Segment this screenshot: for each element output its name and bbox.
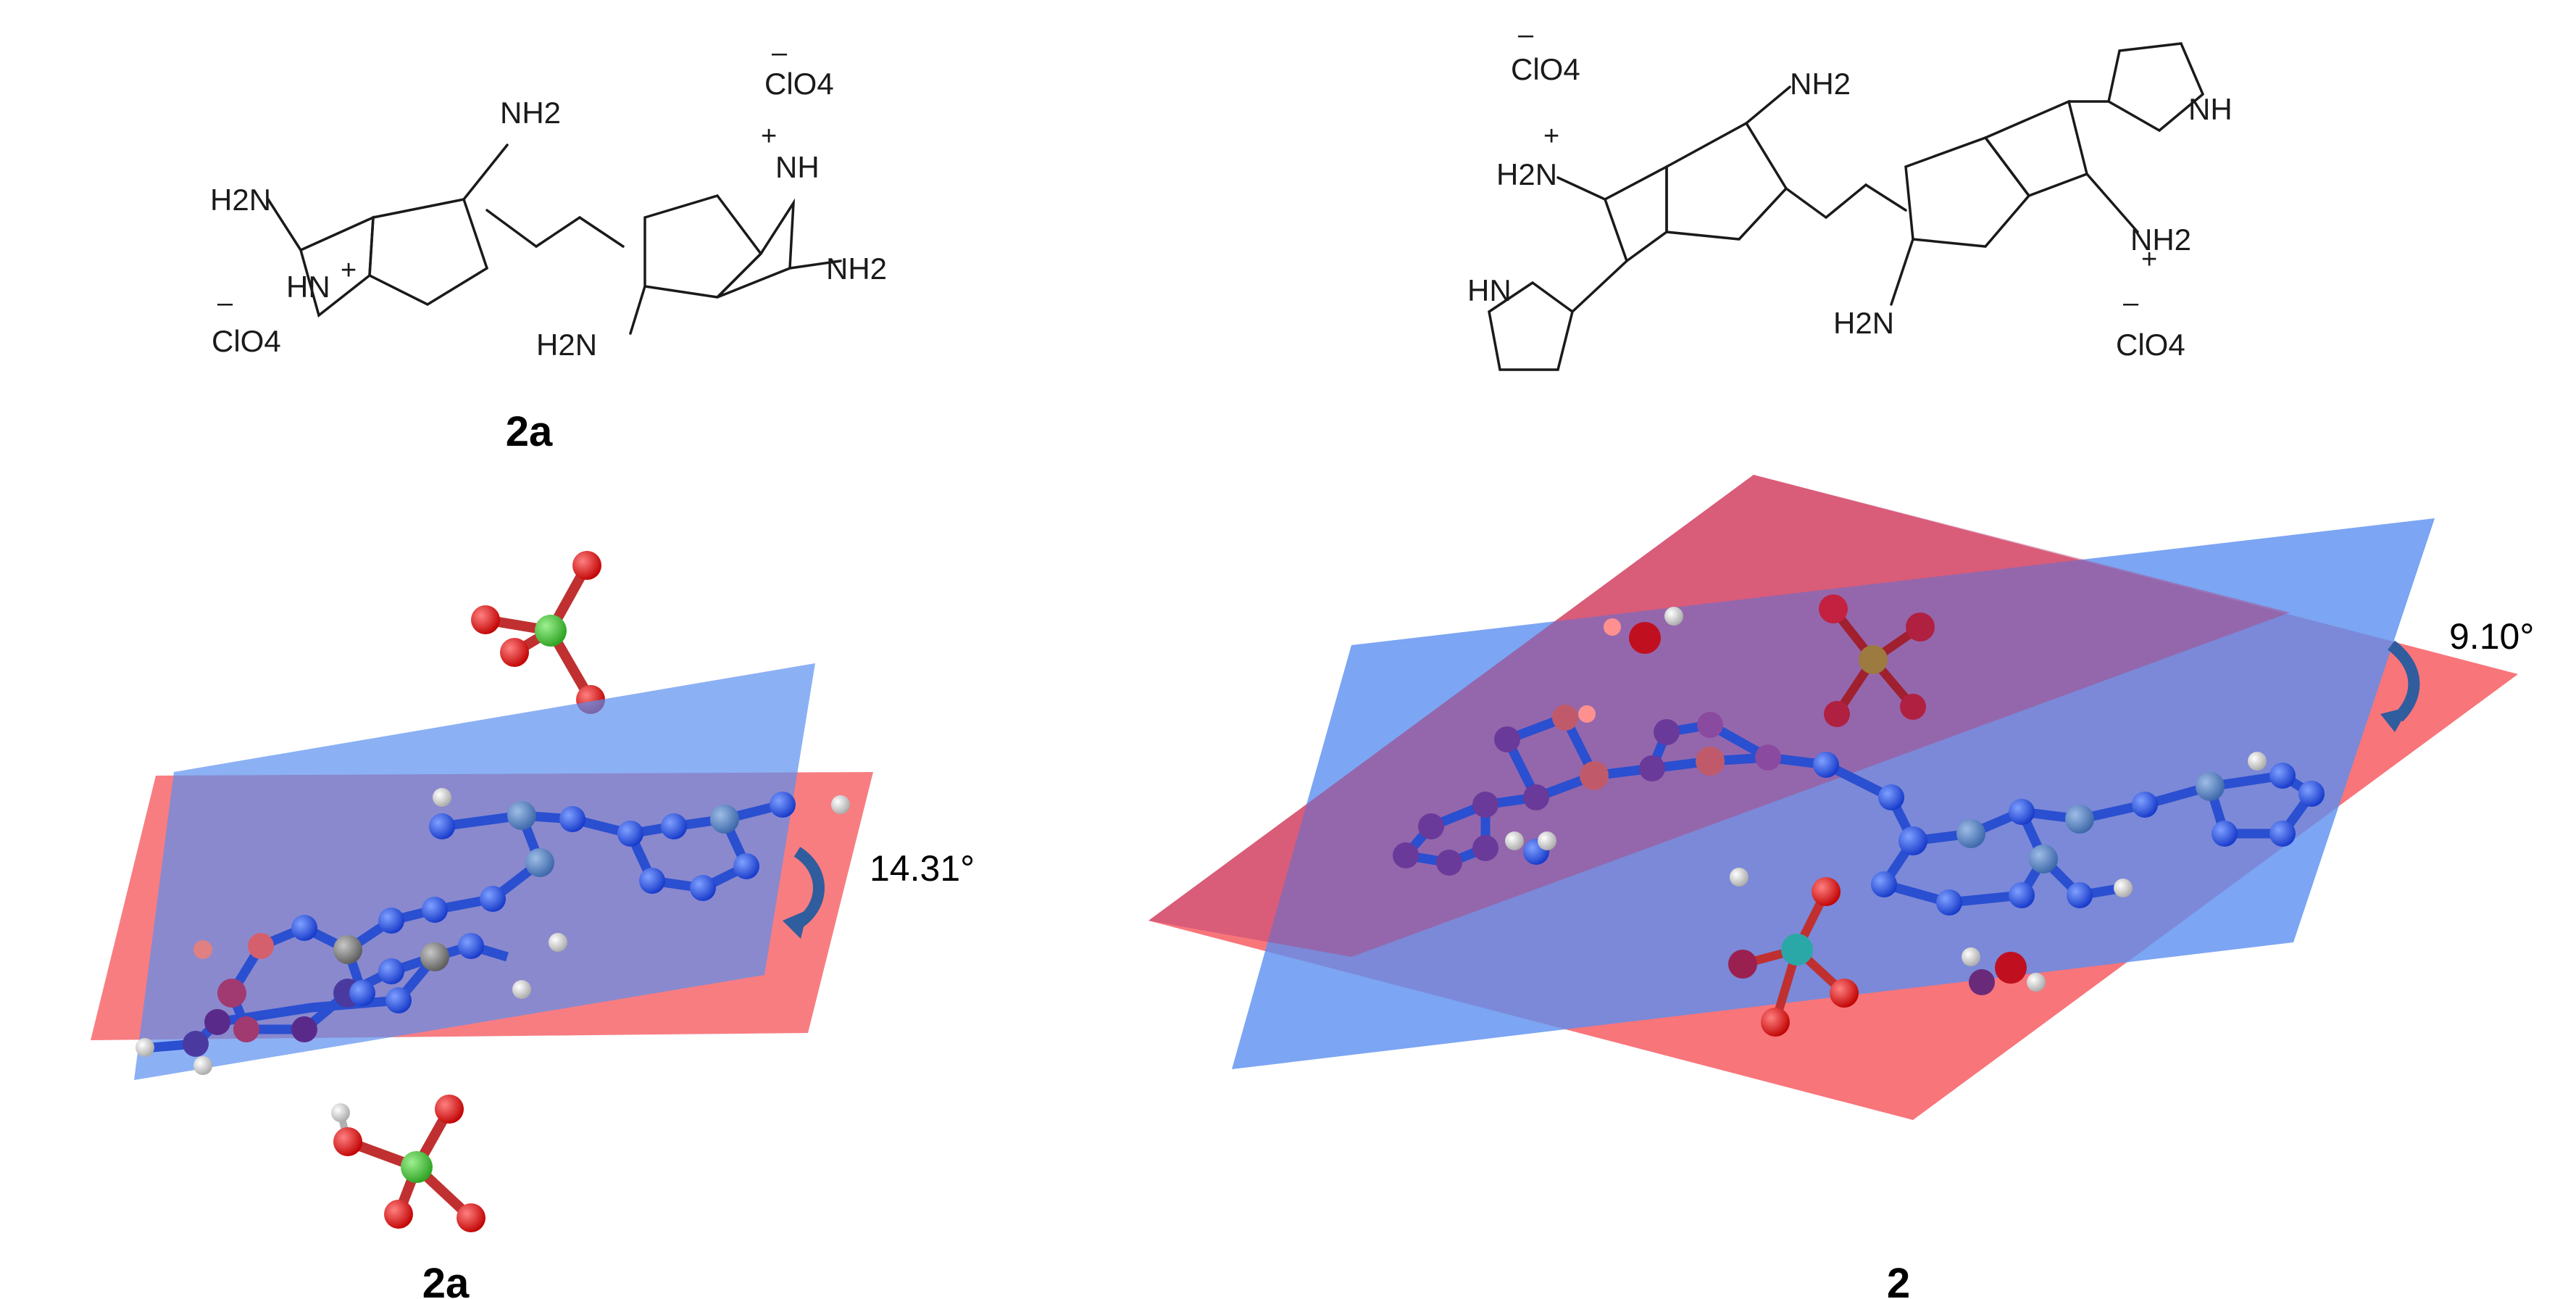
structure-label-2a: 2a bbox=[506, 408, 553, 455]
molecule-2a bbox=[136, 788, 850, 1075]
structure-2a: NH2 H2N H2N NH2 HN + NH + ClO4 – ClO4 – bbox=[210, 38, 887, 362]
svg-text:–: – bbox=[217, 288, 233, 318]
plane-blue-2a bbox=[134, 663, 815, 1080]
svg-text:–: – bbox=[1518, 20, 1534, 50]
water-top bbox=[1604, 607, 1683, 654]
svg-text:–: – bbox=[772, 38, 788, 68]
svg-text:+: + bbox=[341, 255, 357, 286]
perchlorate-bottom bbox=[331, 1095, 485, 1232]
dihedral-angle-2: 9.10° bbox=[2449, 616, 2534, 657]
nh2-right-label: NH2 bbox=[826, 252, 887, 286]
plane-blue-2 bbox=[1232, 518, 2435, 1069]
model-label-2a: 2a bbox=[422, 1260, 470, 1299]
nh2-top-label-2: NH2 bbox=[1790, 67, 1851, 101]
nh-plus-label: NH bbox=[775, 150, 820, 184]
hn-tetrazole-label: HN bbox=[1467, 273, 1512, 307]
structure-2: NH2 H2N + NH2 + H2N HN NH ClO4 – ClO4 – bbox=[1467, 20, 2233, 371]
perchlorate-top-2 bbox=[1819, 594, 1935, 727]
svg-text:–: – bbox=[2123, 288, 2139, 318]
h2n-bottom-label-2: H2N bbox=[1833, 306, 1894, 340]
clo4-bottom-label: ClO4 bbox=[212, 324, 281, 358]
nh-tetrazole-label: NH bbox=[2188, 92, 2233, 126]
model-label-2: 2 bbox=[1887, 1260, 1910, 1299]
clo4-top-label-2: ClO4 bbox=[1511, 52, 1580, 86]
svg-text:+: + bbox=[1543, 121, 1559, 152]
model-2 bbox=[1149, 475, 2518, 1120]
water-bottom bbox=[1962, 947, 2046, 995]
nh2-top-label: NH2 bbox=[500, 96, 561, 130]
model-2a bbox=[91, 551, 873, 1232]
clo4-top-label: ClO4 bbox=[764, 67, 834, 101]
clo4-bottom-label-2: ClO4 bbox=[2116, 328, 2185, 362]
h2n-left-label: H2N bbox=[210, 183, 271, 217]
perchlorate-bottom-2 bbox=[1728, 877, 1859, 1037]
svg-text:+: + bbox=[2141, 244, 2157, 275]
h2n-bottom-label: H2N bbox=[536, 328, 597, 362]
perchlorate-top bbox=[471, 551, 605, 714]
hn-plus-label: HN bbox=[286, 270, 330, 304]
nh2-plus-right-label: NH2 bbox=[2130, 223, 2191, 257]
dihedral-angle-2a: 14.31° bbox=[870, 848, 975, 889]
molecule-2 bbox=[1393, 697, 2325, 916]
h2n-plus-left-label: H2N bbox=[1496, 157, 1557, 191]
svg-text:+: + bbox=[761, 121, 777, 152]
